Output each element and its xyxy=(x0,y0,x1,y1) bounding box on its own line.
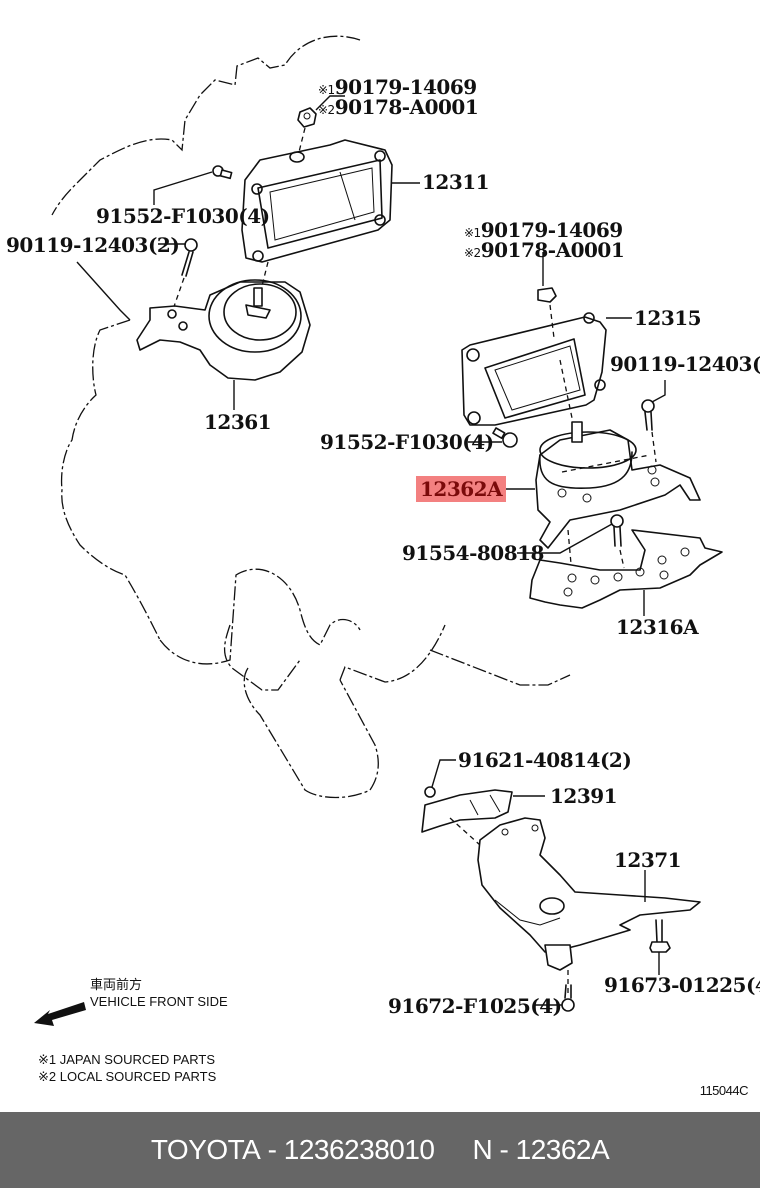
part-label-12371[interactable]: 12371 xyxy=(614,848,682,872)
bracket-12315 xyxy=(461,304,607,426)
part-label-12316A[interactable]: 12316A xyxy=(616,615,699,639)
plate-12316A xyxy=(529,529,723,609)
bracket-12371 xyxy=(477,817,701,995)
fastener-label-91672[interactable]: 91672-F1025(4) xyxy=(388,994,562,1018)
japan-source-mark: ※1 xyxy=(318,83,335,97)
part-label-12361[interactable]: 12361 xyxy=(204,410,272,434)
nut-top-right xyxy=(537,287,557,303)
diagram-id: 115044C xyxy=(699,1083,749,1098)
local-source-mark: ※2 xyxy=(464,246,481,260)
part-label-12362A-highlighted[interactable]: 12362A xyxy=(416,476,507,502)
fastener-label-91552-left[interactable]: 91552-F1030(4) xyxy=(96,204,270,228)
local-source-mark: ※2 xyxy=(318,103,335,117)
exploded-parts-drawing xyxy=(34,35,723,1026)
fastener-label-91621[interactable]: 91621-40814(2) xyxy=(458,748,632,772)
footer-part-number[interactable]: 1236238010 xyxy=(283,1134,435,1165)
part-label-12391[interactable]: 12391 xyxy=(550,784,618,808)
leader-lines xyxy=(76,95,666,1006)
direction-label-jp: 車両前方 xyxy=(90,977,143,992)
fastener-label-90119-right[interactable]: 90119-12403(2) xyxy=(610,352,760,376)
direction-legend: 車両前方 VEHICLE FRONT SIDE xyxy=(90,977,228,1011)
source-notes: ※1 JAPAN SOURCED PARTS ※2 LOCAL SOURCED … xyxy=(38,1052,216,1086)
footer-brand: TOYOTA xyxy=(150,1134,261,1165)
bolt-90119-left xyxy=(169,238,198,319)
fastener-label-nut-top-right: ※190179-14069 ※290178-A0001 xyxy=(464,218,625,262)
bolt-91552-right xyxy=(492,427,518,448)
engine-outline xyxy=(51,35,571,799)
direction-label-en: VEHICLE FRONT SIDE xyxy=(90,993,228,1009)
bolt-90119-right xyxy=(641,399,657,463)
footer-n-ref[interactable]: 12362A xyxy=(515,1134,610,1165)
vehicle-front-arrow-icon xyxy=(34,1002,86,1026)
fastener-label-90119-left[interactable]: 90119-12403(2) xyxy=(6,233,180,257)
part-number: 90178-A0001 xyxy=(334,95,479,119)
footer-separator: - xyxy=(267,1134,277,1165)
part-label-12315[interactable]: 12315 xyxy=(634,306,702,330)
part-number: 90179-14069 xyxy=(334,75,477,99)
mount-12362A xyxy=(535,421,701,549)
bracket-12391 xyxy=(421,786,513,846)
mount-12361 xyxy=(136,261,311,381)
part-label-12311[interactable]: 12311 xyxy=(422,170,490,194)
fastener-label-91673[interactable]: 91673-01225(4) xyxy=(604,973,760,997)
japan-source-mark: ※1 xyxy=(464,226,481,240)
fastener-label-91554[interactable]: 91554-80818 xyxy=(402,541,544,565)
fastener-label-91552-right[interactable]: 91552-F1030(4) xyxy=(320,430,494,454)
bolt-91673 xyxy=(649,919,671,953)
footer-n-prefix: N xyxy=(472,1134,493,1165)
footer-bar: TOYOTA - 1236238010 N - 12362A xyxy=(0,1112,760,1188)
note-local-sourced: ※2 LOCAL SOURCED PARTS xyxy=(38,1068,217,1084)
note-japan-sourced: ※1 JAPAN SOURCED PARTS xyxy=(38,1052,216,1067)
bracket-12311 xyxy=(241,139,393,263)
bolt-91552-left xyxy=(212,165,233,180)
nut-top-left xyxy=(297,107,317,153)
fastener-label-nut-top-left: ※190179-14069 ※290178-A0001 xyxy=(318,75,479,119)
part-number: 90178-A0001 xyxy=(480,238,625,262)
part-number: 90179-14069 xyxy=(480,218,623,242)
footer-n-separator: - xyxy=(499,1134,509,1165)
bolt-91554 xyxy=(567,514,625,576)
